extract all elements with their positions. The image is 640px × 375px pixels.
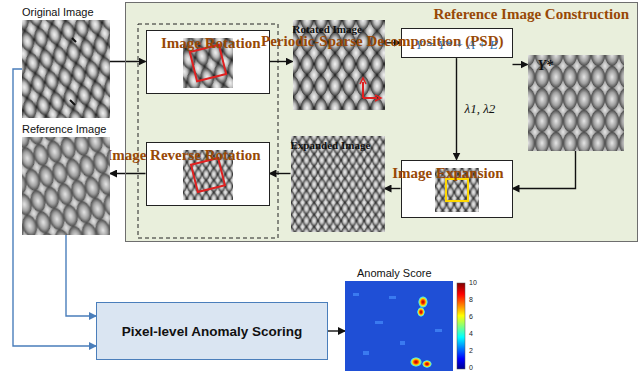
process-box: Image Rotation <box>146 30 270 94</box>
node-title: Reference Image Construction <box>433 6 629 23</box>
texture-image <box>291 136 385 232</box>
node-title: Image Reverse Rotation <box>106 146 260 164</box>
colorbar-tick: 4 <box>469 330 473 337</box>
node-title: Original Image <box>22 6 94 18</box>
image-thumb: Reference Image <box>22 137 110 235</box>
stage-panel: Reference Image ConstructionImage Rotati… <box>125 2 638 242</box>
flow-arrow <box>66 235 96 316</box>
flow-arrow <box>270 173 291 174</box>
heatmap-image <box>345 281 477 371</box>
texture-image <box>22 20 110 118</box>
node-title: Image Expansion <box>392 164 503 182</box>
node-title: Reference Image <box>22 123 106 135</box>
flow-arrow <box>270 61 293 62</box>
colorbar-tick: 10 <box>469 279 477 286</box>
flow-arrow <box>513 151 576 189</box>
process-box: Image Reverse Rotation <box>146 142 270 206</box>
image-thumb: Original Image <box>22 20 110 118</box>
flow-arrow <box>513 64 528 65</box>
texture-image <box>22 137 110 235</box>
node-title: Pixel-level Anomaly Scoring <box>122 324 302 339</box>
image-thumb: Y* <box>528 55 624 151</box>
process-box: Periodic-Sparse Decomposition (PSD)Y = Y… <box>401 28 513 59</box>
colorbar-tick: 2 <box>469 347 473 354</box>
flow-arrow <box>385 188 401 189</box>
equation-text: Y = Y* + A + E <box>406 37 508 53</box>
edge-label: λ1, λ2 <box>463 101 498 117</box>
process-box: Image Expansion <box>401 160 513 218</box>
flow-arrow <box>328 330 345 331</box>
image-thumb: Expanded Image <box>291 136 385 232</box>
flow-arrow <box>110 173 146 174</box>
colorbar-tick: 8 <box>469 296 473 303</box>
texture-image <box>528 55 624 151</box>
node-title: Image Rotation <box>161 34 261 52</box>
scoring-box: Pixel-level Anomaly Scoring <box>96 302 328 360</box>
dashed-group <box>138 24 278 238</box>
node-title: Anomaly Score <box>357 267 432 279</box>
flow-arrow <box>110 61 146 62</box>
panel-fill <box>125 2 638 242</box>
flow-arrow <box>456 58 457 159</box>
colorbar-tick: 6 <box>469 313 473 320</box>
heatmap-thumb: Anomaly Score <box>345 281 477 371</box>
colorbar-tick: 0 <box>469 364 473 371</box>
